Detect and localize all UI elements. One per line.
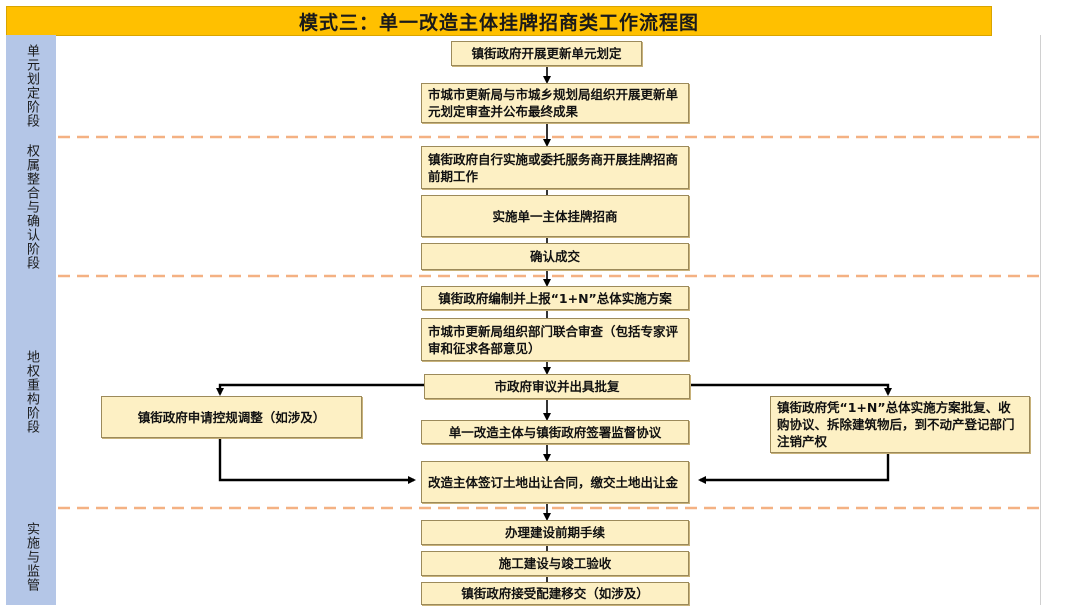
arrow-to-right — [690, 383, 892, 396]
step-box: 镇街政府自行实施或委托服务商开展挂牌招商前期工作 — [421, 146, 689, 189]
arrow-to-left — [216, 383, 424, 396]
step-box: 施工建设与竣工验收 — [421, 551, 689, 576]
side-box-right: 镇街政府凭“1+N”总体实施方案批复、收购协议、拆除建筑物后，到不动产登记部门注… — [770, 396, 1030, 453]
step-box: 实施单一主体挂牌招商 — [421, 195, 689, 237]
step-box: 确认成交 — [421, 243, 689, 270]
step-box: 改造主体签订土地出让合同，缴交土地出让金 — [421, 461, 689, 503]
step-box: 镇街政府接受配建移交（如涉及） — [421, 582, 689, 605]
step-box: 镇街政府开展更新单元划定 — [451, 41, 642, 66]
page-title: 模式三：单一改造主体挂牌招商类工作流程图 — [6, 6, 992, 36]
stage-land-rights-restructuring: 地权重构阶段 — [24, 350, 39, 434]
step-box: 市政府审议并出具批复 — [424, 374, 690, 399]
step-box: 市城市更新局与市城乡规划局组织开展更新单元划定审查并公布最终成果 — [421, 83, 689, 123]
arrow-left-to-contract — [218, 438, 416, 484]
step-box: 市城市更新局组织部门联合审查（包括专家评审和征求各部意见） — [421, 318, 689, 361]
arrow-right-to-contract — [698, 453, 890, 484]
side-box-left: 镇街政府申请控规调整（如涉及） — [101, 396, 362, 438]
step-box: 镇街政府编制并上报“1+N”总体实施方案 — [421, 286, 689, 310]
stage-unit-delineation: 单元划定阶段 — [24, 43, 39, 128]
step-box: 办理建设前期手续 — [421, 520, 689, 545]
frame-border — [1040, 35, 1041, 605]
stage-implementation-supervision: 实施与监管 — [24, 522, 39, 592]
stage-column — [6, 35, 56, 605]
stage-ownership-integration: 权属整合与确认阶段 — [24, 143, 39, 270]
step-box: 单一改造主体与镇街政府签署监督协议 — [421, 420, 689, 444]
